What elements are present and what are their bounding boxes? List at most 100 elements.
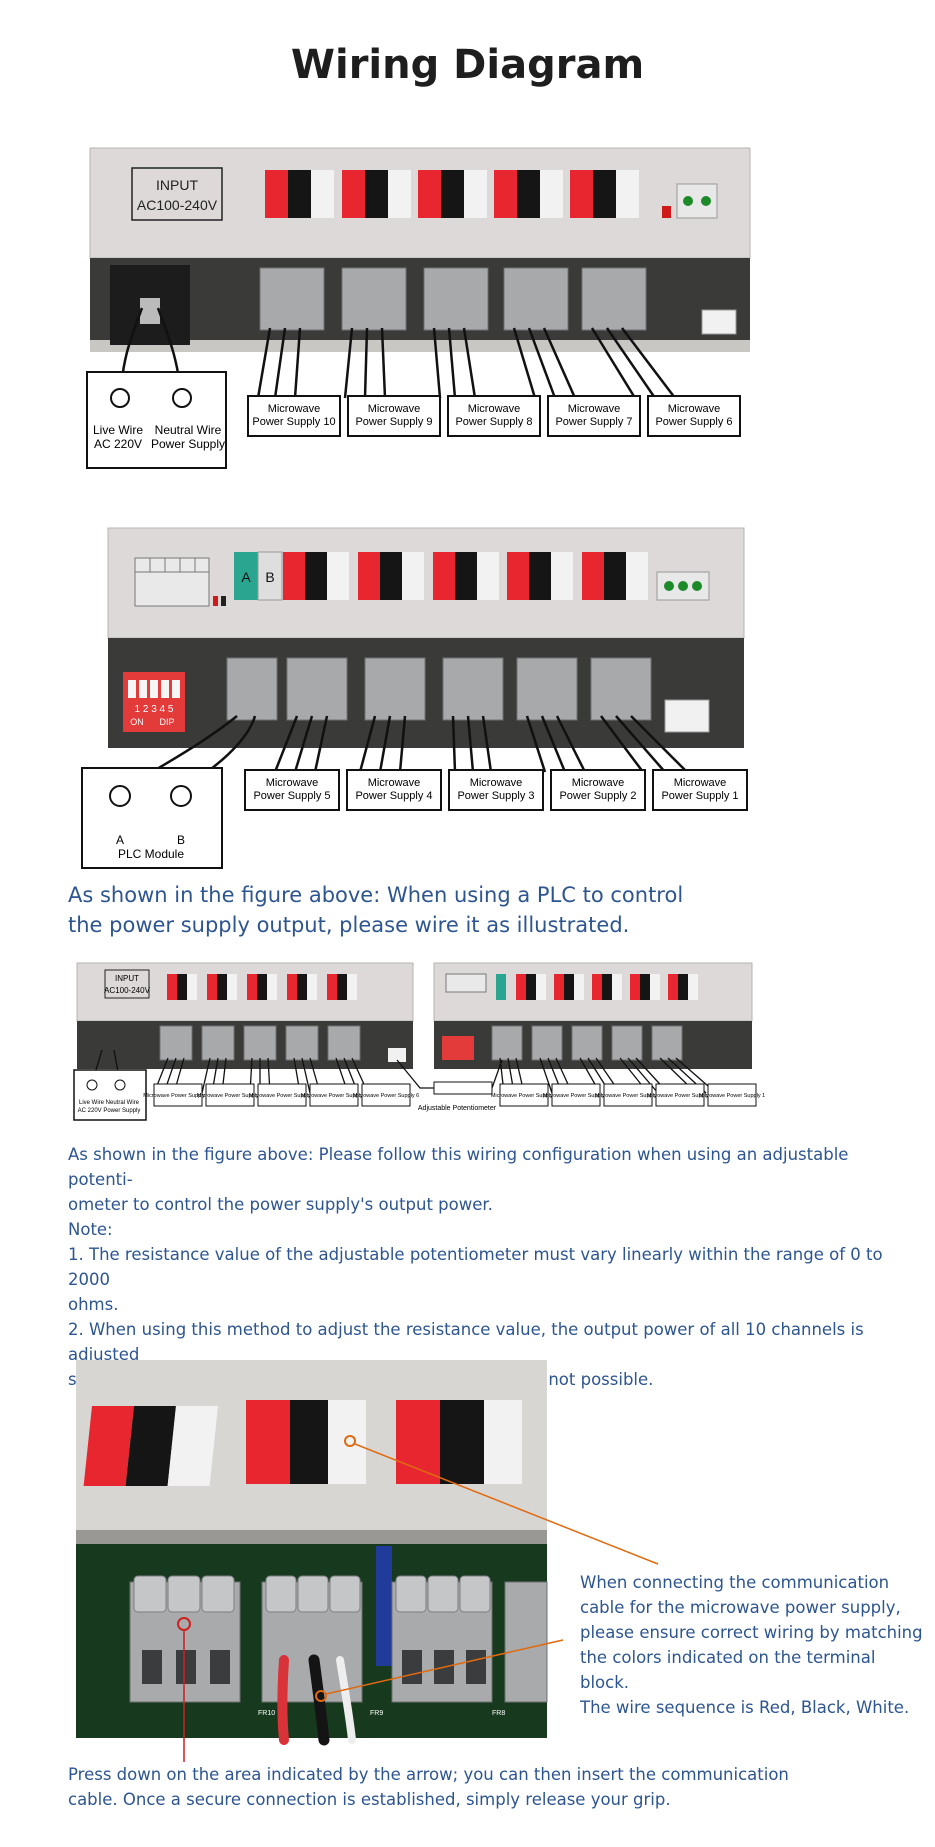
svg-text:Power Supply 3: Power Supply 3 xyxy=(457,790,534,802)
svg-text:AC 220V Power Supply: AC 220V Power Supply xyxy=(78,1108,141,1114)
svg-text:Microwave: Microwave xyxy=(268,403,321,415)
neutral-wire-label: Neutral Wire xyxy=(155,423,222,437)
dip-on-label: ON xyxy=(130,717,144,727)
svg-text:Microwave Power Supply 9: Microwave Power Supply 9 xyxy=(197,1093,263,1099)
terminal-a-label: A xyxy=(241,569,251,585)
svg-text:Microwave Power Supply 2: Microwave Power Supply 2 xyxy=(647,1093,713,1099)
svg-text:AC100-240V: AC100-240V xyxy=(104,986,150,995)
svg-text:Microwave Power Supply 3: Microwave Power Supply 3 xyxy=(595,1093,661,1099)
input-label-box xyxy=(131,167,223,221)
supply-box: Microwave Power Supply 4 xyxy=(543,1083,609,1107)
terminal-blocks xyxy=(259,267,647,331)
plc-b-label: B xyxy=(177,833,185,847)
svg-text:Microwave: Microwave xyxy=(368,403,421,415)
supply-box: Microwave Power Supply 9 xyxy=(197,1083,263,1107)
svg-text:Microwave Power Supply 8: Microwave Power Supply 8 xyxy=(249,1093,315,1099)
svg-text:Microwave Power Supply 5: Microwave Power Supply 5 xyxy=(491,1093,557,1099)
communication-cable xyxy=(277,1654,356,1746)
supply-box: Microwave Power Supply 10 xyxy=(143,1083,213,1107)
plc-caption: As shown in the figure above: When using… xyxy=(68,883,684,937)
svg-text:Microwave: Microwave xyxy=(368,777,421,789)
callout-color-strip xyxy=(344,1435,659,1565)
display-window xyxy=(134,557,210,607)
terminal-closeup: FR10 FR9 FR8 xyxy=(76,1360,659,1762)
supply-box: Microwave Power Supply 6 xyxy=(353,1083,419,1107)
potentiometer-label: Adjustable Potentiometer xyxy=(418,1105,497,1112)
wiring-diagram-input: INPUT AC100-240V Live Wire Neutral Wire … xyxy=(86,147,751,469)
svg-text:Microwave Power Supply 6: Microwave Power Supply 6 xyxy=(353,1093,419,1099)
svg-text:Microwave: Microwave xyxy=(668,403,721,415)
svg-text:Microwave Power Supply 1: Microwave Power Supply 1 xyxy=(699,1093,765,1099)
svg-text:Microwave Power Supply 4: Microwave Power Supply 4 xyxy=(543,1093,609,1099)
label-fr8: FR8 xyxy=(492,1710,505,1717)
color-strips xyxy=(283,552,648,600)
supply-box: Microwave Power Supply 8 xyxy=(249,1083,315,1107)
terminal-b-label: B xyxy=(265,569,274,585)
wires xyxy=(119,715,688,793)
svg-text:Microwave: Microwave xyxy=(572,777,625,789)
svg-text:Microwave Power Supply 10: Microwave Power Supply 10 xyxy=(143,1093,212,1099)
svg-text:Power Supply 5: Power Supply 5 xyxy=(253,790,330,802)
label-fr10: FR10 xyxy=(258,1710,275,1717)
ac-label: AC 220V xyxy=(94,437,142,451)
svg-text:Power Supply 9: Power Supply 9 xyxy=(355,416,432,428)
wiring-diagram-potentiometer: INPUT AC100-240V Adjustable P xyxy=(73,962,765,1121)
color-strips xyxy=(265,170,639,218)
svg-text:Power Supply 10: Power Supply 10 xyxy=(252,416,335,428)
svg-text:Power Supply 7: Power Supply 7 xyxy=(555,416,632,428)
wiring-diagram-plc: A B 1 2 3 4 5 ON DIP A B PLC Module Micr… xyxy=(81,527,748,869)
svg-text:Microwave: Microwave xyxy=(266,777,319,789)
dip-numbers: 1 2 3 4 5 xyxy=(135,704,174,715)
voltage-label: AC100-240V xyxy=(137,197,218,213)
svg-text:Microwave: Microwave xyxy=(468,403,521,415)
plc-module-box xyxy=(81,767,223,869)
plc-a-label: A xyxy=(116,833,124,847)
dip-label: DIP xyxy=(159,717,174,727)
color-strips xyxy=(83,1400,522,1486)
input-power-box xyxy=(86,371,227,469)
wires xyxy=(118,307,676,403)
svg-text:Microwave: Microwave xyxy=(568,403,621,415)
terminal-blocks xyxy=(226,657,652,721)
supply-box: Microwave Power Supply 2 xyxy=(647,1083,713,1107)
svg-text:Power Supply 6: Power Supply 6 xyxy=(655,416,732,428)
supply-box: Microwave Power Supply 7 xyxy=(301,1083,367,1107)
svg-text:Microwave: Microwave xyxy=(470,777,523,789)
page-title: Wiring Diagram xyxy=(290,42,645,88)
power-supply-label: Power Supply xyxy=(151,437,225,451)
svg-text:Power Supply 4: Power Supply 4 xyxy=(355,790,432,802)
input-power-box xyxy=(73,1069,147,1121)
press-note: Press down on the area indicated by the … xyxy=(68,1765,789,1809)
svg-text:INPUT: INPUT xyxy=(115,974,139,983)
supply-box: Microwave Power Supply 5 xyxy=(491,1083,557,1107)
live-wire-label: Live Wire xyxy=(93,423,143,437)
plc-terminal-b-icon xyxy=(170,785,192,807)
svg-text:Power Supply 8: Power Supply 8 xyxy=(455,416,532,428)
svg-text:Microwave Power Supply 7: Microwave Power Supply 7 xyxy=(301,1093,367,1099)
plc-terminal-a-icon xyxy=(109,785,131,807)
svg-text:Power Supply 1: Power Supply 1 xyxy=(661,790,738,802)
supply-box: Microwave Power Supply 3 xyxy=(595,1083,661,1107)
supply-box: Microwave Power Supply 1 xyxy=(699,1083,765,1107)
svg-text:Live Wire Neutral Wire: Live Wire Neutral Wire xyxy=(79,1100,140,1106)
connection-note: When connecting the communication cable … xyxy=(580,1573,923,1717)
neutral-terminal-icon xyxy=(172,388,192,408)
input-label: INPUT xyxy=(156,177,198,193)
plc-module-label: PLC Module xyxy=(118,847,184,861)
live-terminal-icon xyxy=(110,388,130,408)
terminal-a xyxy=(234,552,258,600)
press-arrow-indicator xyxy=(177,1617,191,1762)
svg-text:Microwave: Microwave xyxy=(674,777,727,789)
svg-text:Power Supply 2: Power Supply 2 xyxy=(559,790,636,802)
label-fr9: FR9 xyxy=(370,1710,383,1717)
callout-cable xyxy=(315,1639,564,1702)
